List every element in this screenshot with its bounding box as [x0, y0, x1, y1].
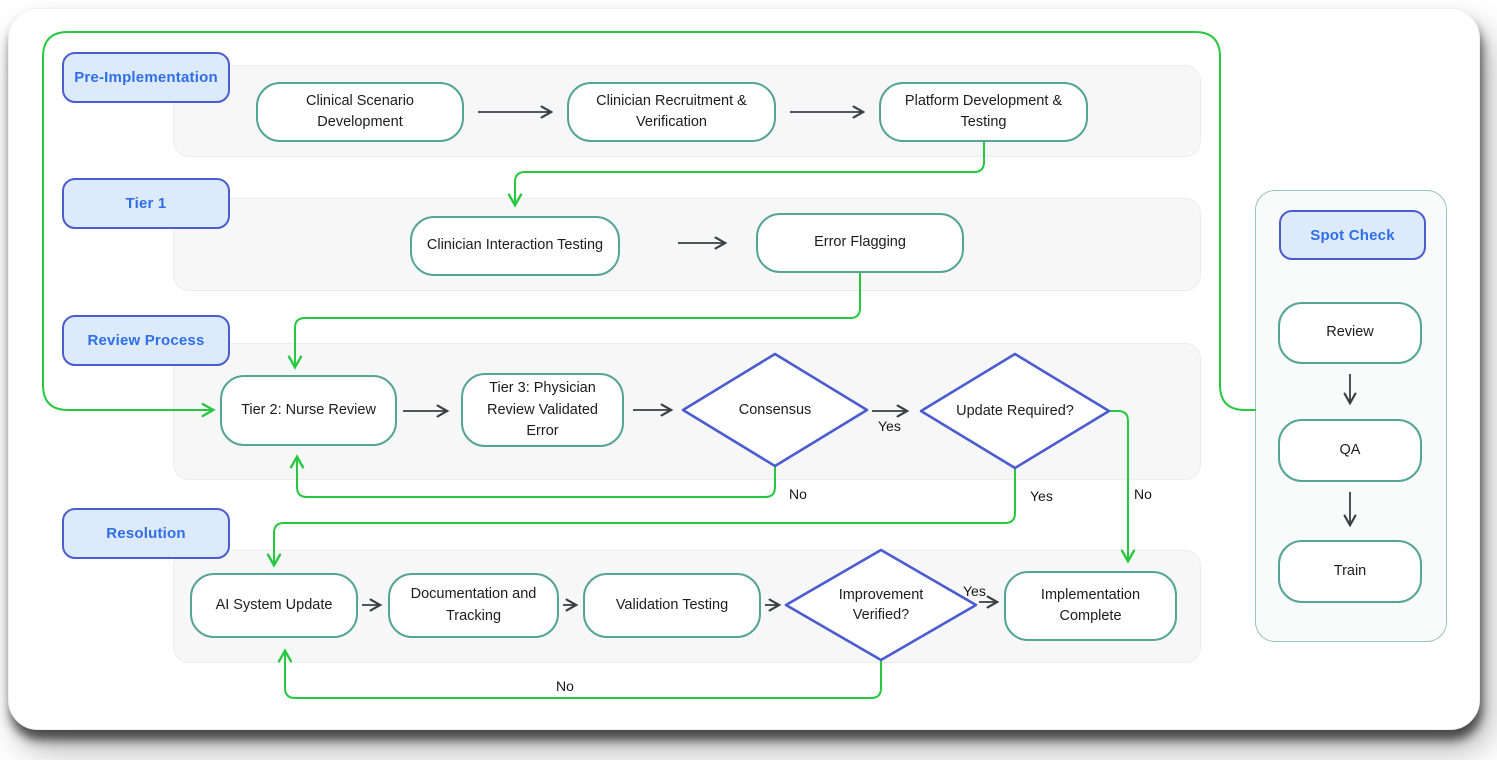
edge-label-consensus-no: No — [789, 486, 807, 502]
edge-improvement-no-to-ai-update — [277, 648, 882, 699]
node-clinician-interaction-testing: Clinician Interaction Testing — [410, 216, 620, 276]
node-clinician-recruitment: Clinician Recruitment & Verification — [567, 82, 776, 142]
edge-outline-to-tier2 — [42, 31, 1256, 418]
decision-update-required-shape — [919, 352, 1111, 470]
node-train: Train — [1278, 540, 1422, 603]
stage-review-process: Review Process — [62, 315, 230, 366]
stage-resolution: Resolution — [62, 508, 230, 559]
node-error-flagging-label: Error Flagging — [814, 234, 906, 251]
decision-improvement-verified-label: Improvement Verified? — [838, 586, 924, 623]
node-review-label: Review — [1326, 324, 1374, 341]
strip-tier1 — [173, 198, 1201, 291]
stage-spot-check-label: Spot Check — [1310, 226, 1395, 244]
node-clinician-recruitment-label: Clinician Recruitment & Verification — [596, 92, 747, 130]
node-validation-testing: Validation Testing — [583, 573, 761, 638]
node-ai-system-update: AI System Update — [190, 573, 358, 638]
edge-label-consensus-yes: Yes — [878, 418, 901, 434]
edge-update-no-to-implementation-complete — [1109, 410, 1136, 564]
node-qa: QA — [1278, 419, 1422, 482]
decision-consensus-shape — [681, 352, 869, 468]
node-review: Review — [1278, 302, 1422, 364]
stage-tier1: Tier 1 — [62, 178, 230, 229]
node-tier2-nurse-review-label: Tier 2: Nurse Review — [241, 401, 376, 418]
node-documentation-tracking: Documentation and Tracking — [388, 573, 559, 638]
node-clinical-scenario-development-label: Clinical Scenario Development — [306, 92, 414, 130]
decision-update-required-label: Update Required? — [956, 402, 1074, 419]
node-clinician-interaction-testing-label: Clinician Interaction Testing — [426, 237, 604, 254]
stage-pre-implementation: Pre-Implementation — [62, 52, 230, 103]
node-implementation-complete-label: Implementation Complete — [1040, 586, 1141, 624]
edge-label-update-no: No — [1134, 486, 1152, 502]
stage-review-process-label: Review Process — [87, 332, 205, 349]
edge-consensus-no-to-tier2 — [289, 454, 776, 498]
decision-update-required-text: Update Required? — [945, 393, 1085, 429]
edge-label-improvement-no: No — [556, 678, 574, 694]
decision-improvement-verified-shape — [784, 548, 978, 662]
node-platform-development: Platform Development & Testing — [879, 82, 1088, 142]
node-tier3-physician-review-label: Tier 3: Physician Review Validated Error — [487, 380, 598, 439]
edge-label-improvement-yes: Yes — [963, 583, 986, 599]
node-validation-testing-label: Validation Testing — [615, 596, 729, 613]
stage-resolution-label: Resolution — [106, 525, 186, 542]
edge-platform-to-interaction-testing — [507, 142, 985, 208]
decision-consensus-text: Consensus — [705, 392, 845, 428]
node-documentation-tracking-label: Documentation and Tracking — [410, 586, 537, 624]
node-ai-system-update-label: AI System Update — [215, 596, 333, 613]
node-tier3-physician-review: Tier 3: Physician Review Validated Error — [461, 373, 624, 447]
node-clinical-scenario-development: Clinical Scenario Development — [256, 82, 464, 142]
stage-tier1-label: Tier 1 — [125, 195, 167, 212]
node-tier2-nurse-review: Tier 2: Nurse Review — [220, 375, 397, 446]
edge-update-yes-to-ai-update — [266, 469, 1016, 568]
edge-label-update-yes: Yes — [1030, 488, 1053, 504]
node-train-label: Train — [1333, 562, 1367, 579]
node-error-flagging: Error Flagging — [756, 213, 964, 273]
node-qa-label: QA — [1339, 441, 1361, 458]
node-implementation-complete: Implementation Complete — [1004, 571, 1177, 641]
node-platform-development-label: Platform Development & Testing — [904, 92, 1063, 130]
stage-pre-implementation-label: Pre-Implementation — [74, 69, 218, 86]
stage-spot-check: Spot Check — [1279, 210, 1426, 260]
decision-consensus-label: Consensus — [738, 401, 812, 418]
decision-improvement-verified-text: Improvement Verified? — [816, 578, 946, 632]
edge-error-flagging-to-tier2 — [287, 273, 861, 370]
